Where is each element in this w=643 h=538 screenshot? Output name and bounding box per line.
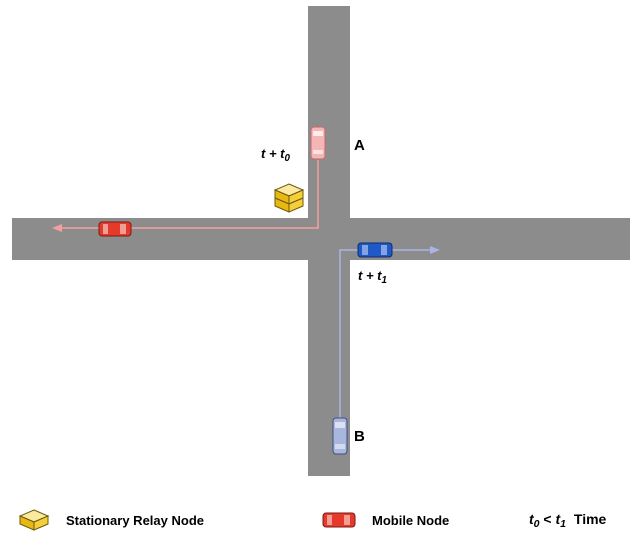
red-vehicle-path <box>62 160 319 229</box>
legend-relay-icon <box>18 509 50 531</box>
mobile-node-pink-car <box>310 126 326 160</box>
mobile-node-blue-car <box>357 242 393 258</box>
time-t0-sub: 0 <box>284 152 290 164</box>
time-label-t0: t + t0 <box>261 146 290 164</box>
node-a-label: A <box>354 137 365 154</box>
red-path-arrowhead <box>52 224 62 232</box>
time-label-t1: t + t1 <box>358 268 387 286</box>
legend-mobile-node-icon <box>322 512 356 528</box>
node-b-label: B <box>354 428 365 445</box>
legend-time-word: Time <box>573 511 607 527</box>
blue-vehicle-path <box>339 249 430 418</box>
time-t1-prefix: t + t <box>358 268 382 283</box>
legend-time-expr: t0 < t1 <box>529 511 566 531</box>
time-t0-prefix: t + t <box>261 146 285 161</box>
time-t1-sub: 1 <box>381 274 387 286</box>
legend-mobile-label: Mobile Node <box>372 513 450 528</box>
mobile-node-red-car <box>98 221 132 237</box>
legend-time: t0 < t1 Time <box>529 511 606 530</box>
stationary-relay-node-icon <box>273 183 305 213</box>
blue-path-arrowhead <box>430 246 440 254</box>
legend-relay-label: Stationary Relay Node <box>66 513 204 528</box>
mobile-node-lightblue-car <box>332 417 348 455</box>
